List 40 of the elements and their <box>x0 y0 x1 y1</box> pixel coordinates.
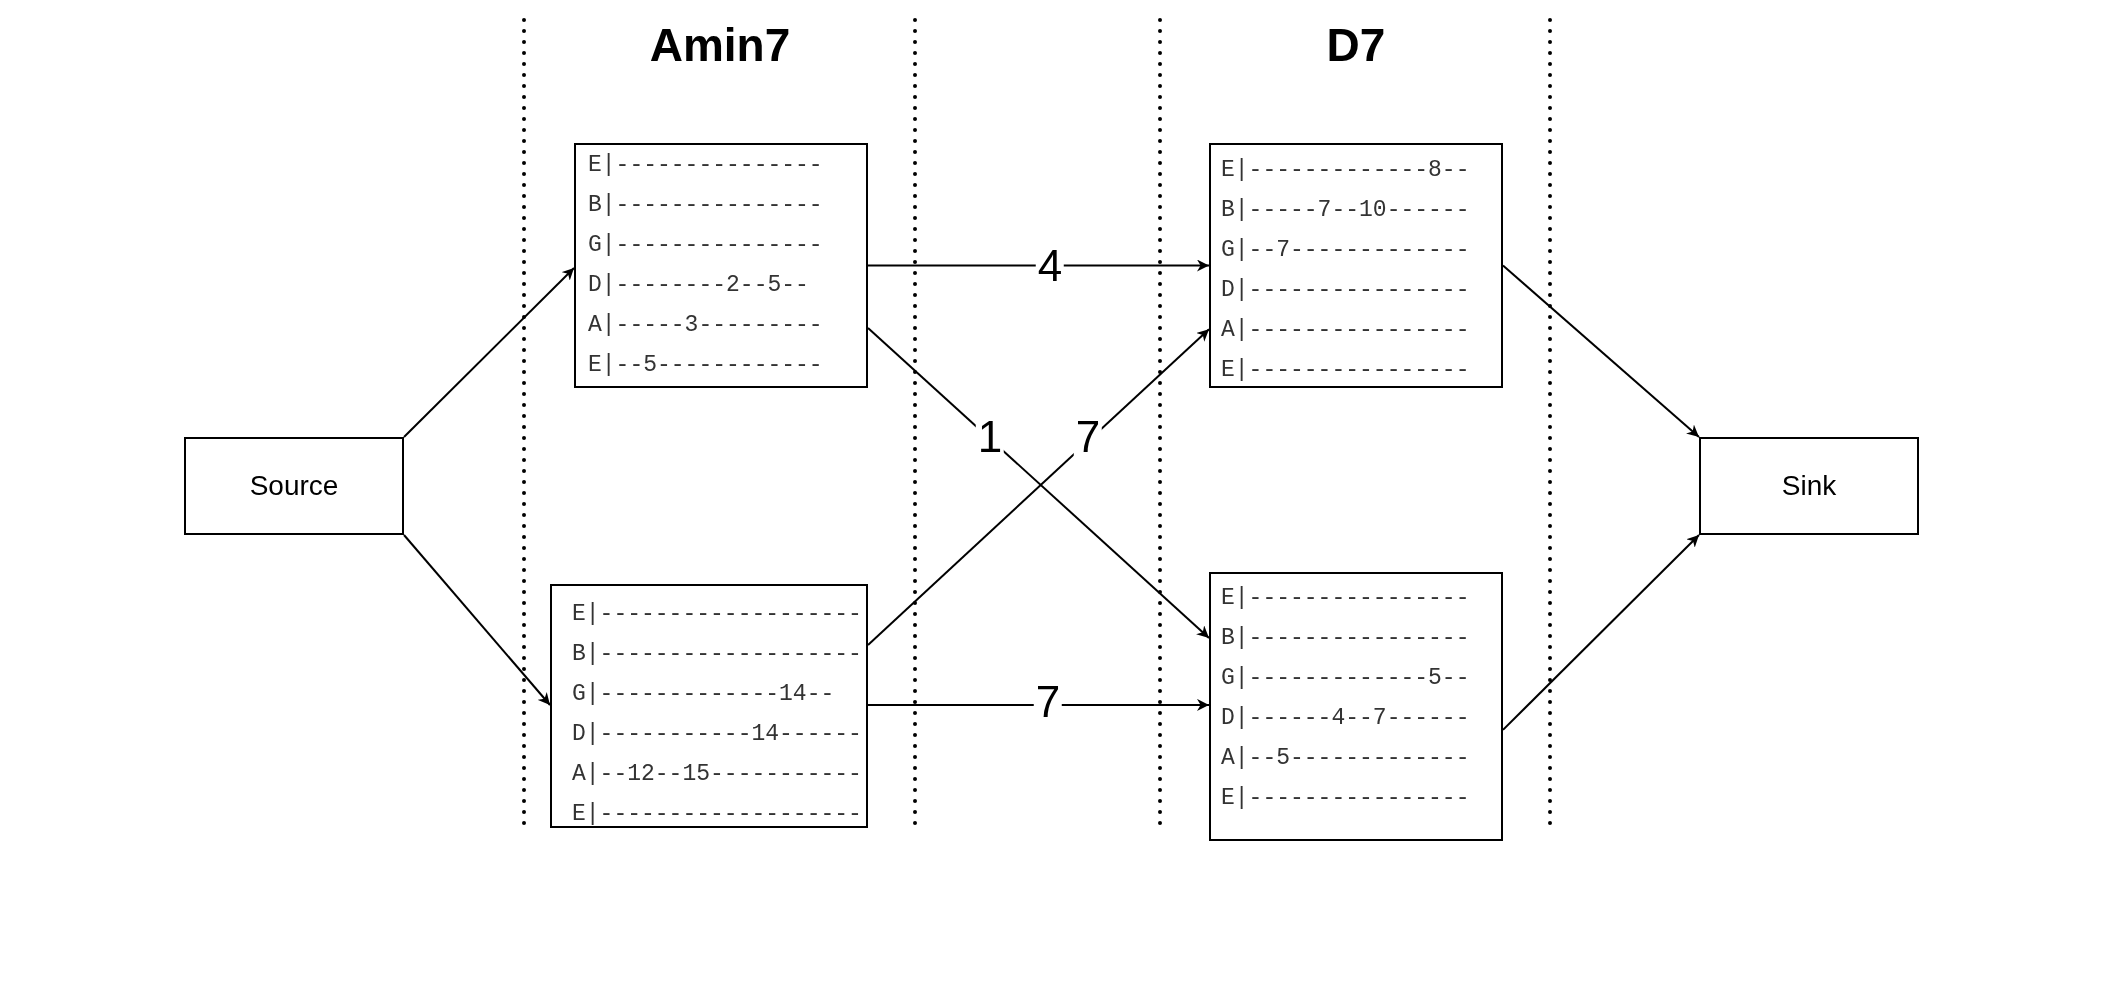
tab-line: G|-------------14-- <box>572 680 835 709</box>
tab-line: E|---------------- <box>1221 356 1470 385</box>
arrow <box>867 698 1210 711</box>
tab-line: G|--7------------- <box>1221 236 1470 265</box>
box-label: Sink <box>1781 470 1837 502</box>
tab-line: G|--------------- <box>588 231 823 260</box>
tab-line: E|---------------- <box>1221 584 1470 613</box>
tab-line: B|---------------- <box>1221 624 1470 653</box>
tab-line: E|------------------- <box>572 800 862 829</box>
arrow <box>403 534 551 706</box>
tab-line: E|--------------- <box>588 151 823 180</box>
tab-line: B|-----7--10------ <box>1221 196 1470 225</box>
arrow <box>867 259 1210 272</box>
tablature-box <box>1209 572 1503 841</box>
box-label: Source <box>249 470 339 502</box>
tab-line: A|-----3--------- <box>588 311 823 340</box>
tab-line: D|---------------- <box>1221 276 1470 305</box>
tab-line: E|---------------- <box>1221 784 1470 813</box>
tab-line: A|--12--15----------- <box>572 760 862 789</box>
arrow <box>1502 534 1700 731</box>
tab-line: E|------------------- <box>572 600 862 629</box>
tab-line: A|---------------- <box>1221 316 1470 345</box>
process-box <box>184 437 404 535</box>
tab-line: A|--5------------- <box>1221 744 1470 773</box>
process-box <box>1699 437 1919 535</box>
arrow <box>403 266 575 438</box>
tablature-box <box>550 584 868 828</box>
tab-line: E|--5------------ <box>588 351 823 380</box>
column-heading: Amin7 <box>649 18 791 72</box>
column-heading: D7 <box>1326 18 1386 72</box>
arrow <box>1502 264 1700 438</box>
tab-line: D|------4--7------ <box>1221 704 1470 733</box>
tab-line: D|--------2--5-- <box>588 271 809 300</box>
tablature-box <box>574 143 868 388</box>
tab-line: G|-------------5-- <box>1221 664 1470 693</box>
tab-line: B|--------------- <box>588 191 823 220</box>
tablature-box <box>1209 143 1503 388</box>
tab-line: D|-----------14------ <box>572 720 862 749</box>
tab-line: E|-------------8-- <box>1221 156 1470 185</box>
tab-line: B|------------------- <box>572 640 862 669</box>
